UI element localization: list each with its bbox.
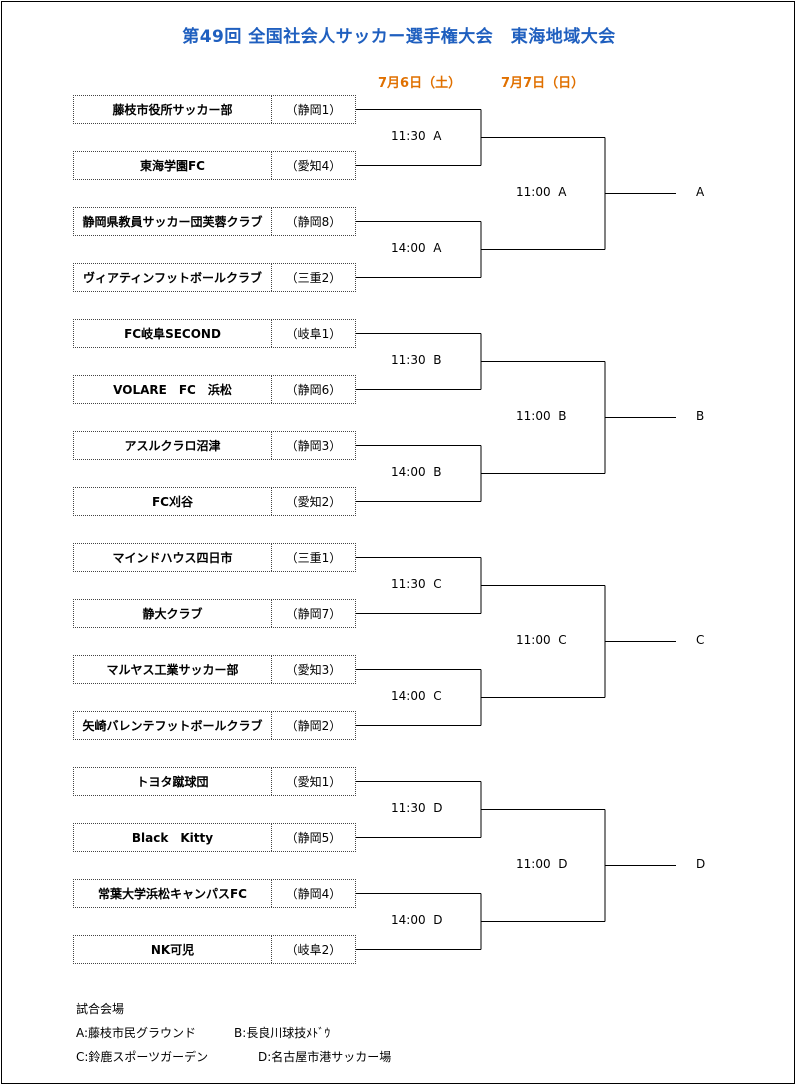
venue-section: 試合会場 A:藤枝市民グラウンド B:長良川球技ﾒﾄﾞｳ C:鈴鹿スポーツガーデン… bbox=[76, 1000, 391, 1072]
team-name: VOLARE FC 浜松 bbox=[74, 376, 272, 403]
round1-match-label: 14:00 D bbox=[391, 912, 443, 927]
team-prefecture: （静岡1） bbox=[285, 103, 342, 117]
round2-match-label: 11:00 A bbox=[516, 184, 567, 199]
block-winner-label: D bbox=[696, 856, 706, 871]
round1-match-label: 14:00 A bbox=[391, 240, 442, 255]
team-name: 静大クラブ bbox=[74, 600, 272, 627]
venue-a: A:藤枝市民グラウンド bbox=[76, 1026, 197, 1040]
team-name: FC刈谷 bbox=[74, 488, 272, 515]
block-winner-label: C bbox=[696, 632, 705, 647]
team-prefecture: （静岡5） bbox=[285, 831, 342, 845]
team-row: VOLARE FC 浜松 （静岡6） bbox=[73, 375, 356, 404]
team-row: Black Kitty （静岡5） bbox=[73, 823, 356, 852]
round1-match-label: 14:00 C bbox=[391, 688, 442, 703]
team-prefecture: （静岡7） bbox=[285, 607, 342, 621]
team-name: FC岐阜SECOND bbox=[74, 320, 272, 347]
team-name: 東海学園FC bbox=[74, 152, 272, 179]
team-prefecture: （静岡4） bbox=[285, 887, 342, 901]
venue-c: C:鈴鹿スポーツガーデン bbox=[76, 1050, 209, 1064]
team-prefecture: （静岡8） bbox=[285, 215, 342, 229]
team-name: ヴィアティンフットボールクラブ bbox=[74, 264, 272, 291]
round1-match-label: 11:30 C bbox=[391, 576, 442, 591]
team-row: 静岡県教員サッカー団芙蓉クラブ （静岡8） bbox=[73, 207, 356, 236]
team-row: 東海学園FC （愛知4） bbox=[73, 151, 356, 180]
team-prefecture: （岐阜1） bbox=[285, 327, 342, 341]
date-day2: 7月7日（日） bbox=[501, 76, 585, 91]
team-name: アスルクラロ沼津 bbox=[74, 432, 272, 459]
venue-row-ab: A:藤枝市民グラウンド B:長良川球技ﾒﾄﾞｳ bbox=[76, 1024, 391, 1048]
team-name: マルヤス工業サッカー部 bbox=[74, 656, 272, 683]
team-prefecture: （愛知2） bbox=[285, 495, 342, 509]
team-prefecture: （三重1） bbox=[285, 551, 342, 565]
venue-d: D:名古屋市港サッカー場 bbox=[258, 1050, 392, 1064]
team-name: 常葉大学浜松キャンパスFC bbox=[74, 880, 272, 907]
team-row: マインドハウス四日市 （三重1） bbox=[73, 543, 356, 572]
page-title: 第49回 全国社会人サッカー選手権大会 東海地域大会 bbox=[182, 27, 616, 47]
round1-match-label: 11:30 B bbox=[391, 352, 442, 367]
round1-match-label: 11:30 A bbox=[391, 128, 442, 143]
team-prefecture: （静岡6） bbox=[285, 383, 342, 397]
team-row: 常葉大学浜松キャンパスFC （静岡4） bbox=[73, 879, 356, 908]
team-prefecture: （静岡3） bbox=[285, 439, 342, 453]
date-day1: 7月6日（土） bbox=[378, 76, 462, 91]
team-row: アスルクラロ沼津 （静岡3） bbox=[73, 431, 356, 460]
team-name: トヨタ蹴球団 bbox=[74, 768, 272, 795]
round2-match-label: 11:00 C bbox=[516, 632, 567, 647]
team-prefecture: （愛知3） bbox=[285, 663, 342, 677]
team-row: NK可児 （岐阜2） bbox=[73, 935, 356, 964]
team-row: ヴィアティンフットボールクラブ （三重2） bbox=[73, 263, 356, 292]
venue-heading: 試合会場 bbox=[76, 1002, 125, 1016]
team-name: Black Kitty bbox=[74, 824, 272, 851]
round2-match-label: 11:00 D bbox=[516, 856, 568, 871]
team-prefecture: （岐阜2） bbox=[285, 943, 342, 957]
venue-b: B:長良川球技ﾒﾄﾞｳ bbox=[234, 1026, 331, 1040]
team-row: 静大クラブ （静岡7） bbox=[73, 599, 356, 628]
team-row: トヨタ蹴球団 （愛知1） bbox=[73, 767, 356, 796]
team-name: 矢崎バレンテフットボールクラブ bbox=[74, 712, 272, 739]
venue-row-cd: C:鈴鹿スポーツガーデン D:名古屋市港サッカー場 bbox=[76, 1048, 391, 1072]
team-prefecture: （愛知4） bbox=[285, 159, 342, 173]
team-row: FC岐阜SECOND （岐阜1） bbox=[73, 319, 356, 348]
team-row: 藤枝市役所サッカー部 （静岡1） bbox=[73, 95, 356, 124]
team-row: FC刈谷 （愛知2） bbox=[73, 487, 356, 516]
block-winner-label: A bbox=[696, 184, 705, 199]
round2-match-label: 11:00 B bbox=[516, 408, 567, 423]
team-name: マインドハウス四日市 bbox=[74, 544, 272, 571]
team-prefecture: （愛知1） bbox=[285, 775, 342, 789]
team-name: NK可児 bbox=[74, 936, 272, 963]
team-row: 矢崎バレンテフットボールクラブ （静岡2） bbox=[73, 711, 356, 740]
round1-match-label: 14:00 B bbox=[391, 464, 442, 479]
round1-match-label: 11:30 D bbox=[391, 800, 443, 815]
team-row: マルヤス工業サッカー部 （愛知3） bbox=[73, 655, 356, 684]
block-winner-label: B bbox=[696, 408, 705, 423]
team-prefecture: （静岡2） bbox=[285, 719, 342, 733]
team-name: 藤枝市役所サッカー部 bbox=[74, 96, 272, 123]
team-name: 静岡県教員サッカー団芙蓉クラブ bbox=[74, 208, 272, 235]
team-prefecture: （三重2） bbox=[285, 271, 342, 285]
